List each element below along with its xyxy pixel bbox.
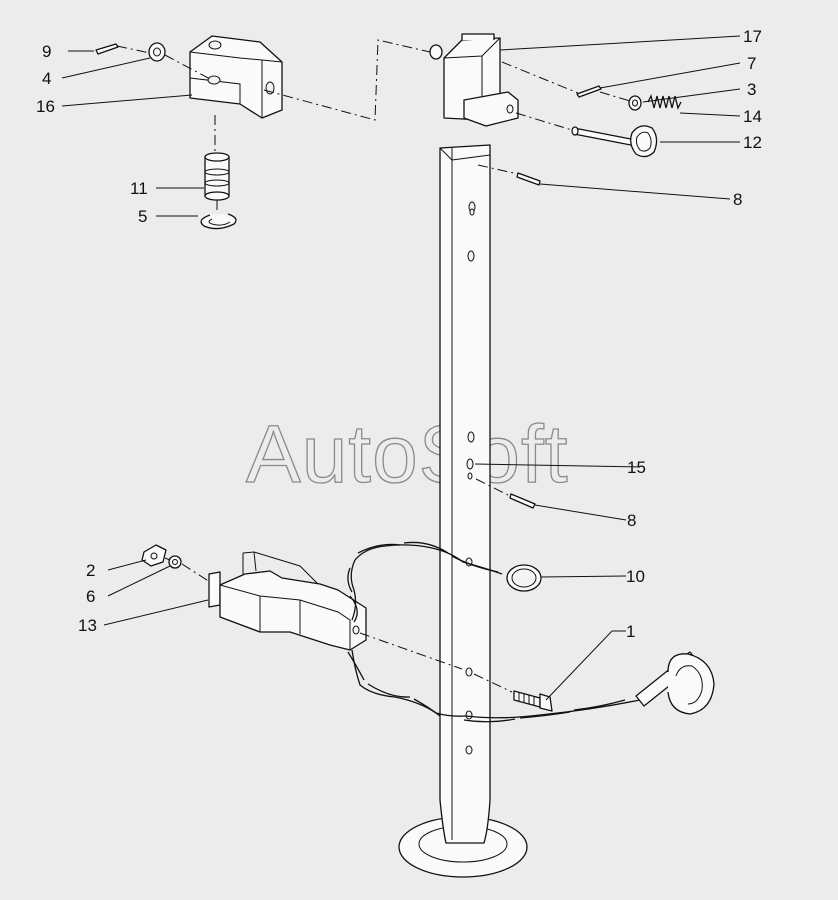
callout-13: 13 (78, 616, 97, 635)
callout-5: 5 (138, 207, 147, 226)
pin-part-11 (204, 152, 230, 201)
circlip-part-5 (200, 213, 237, 230)
callout-2: 2 (86, 561, 95, 580)
callout-4: 4 (42, 69, 51, 88)
callout-14: 14 (743, 107, 762, 126)
callout-8-upper: 8 (733, 190, 742, 209)
pin-part-8-lower (509, 493, 536, 509)
post-head-bracket (429, 33, 519, 127)
callout-17: 17 (743, 27, 762, 46)
clevis-fork (189, 35, 283, 119)
washer-part-3 (628, 95, 642, 111)
callout-1: 1 (626, 622, 635, 641)
watermark: AutoSoft (246, 409, 569, 500)
pin-part-9 (95, 43, 119, 55)
nut-part-2 (141, 544, 167, 567)
callout-9: 9 (42, 42, 51, 61)
pin-part-8-upper (516, 172, 541, 186)
washer-part-4 (148, 42, 166, 62)
chain-part-10 (347, 541, 641, 723)
callout-11: 11 (130, 179, 148, 198)
support-post (439, 144, 491, 844)
callout-3: 3 (747, 80, 756, 99)
callout-7: 7 (747, 54, 756, 73)
callout-8-lower: 8 (627, 511, 636, 530)
callout-15: 15 (627, 458, 646, 477)
assembly-axis-lines (116, 39, 631, 693)
callout-10: 10 (626, 567, 645, 586)
pin-part-7 (576, 85, 602, 98)
handle-pin-part-12 (571, 125, 658, 158)
washer-part-6 (168, 555, 182, 569)
callout-12: 12 (743, 133, 762, 152)
lynch-pin (635, 651, 715, 715)
callout-16: 16 (36, 97, 55, 116)
holder-bracket-part-13 (208, 551, 367, 651)
leader-lines (61, 35, 741, 701)
callout-labels: 9 4 16 11 5 17 7 3 14 12 8 15 8 10 1 2 6… (36, 27, 762, 641)
bolt-part-1 (513, 690, 553, 712)
callout-6: 6 (86, 587, 95, 606)
